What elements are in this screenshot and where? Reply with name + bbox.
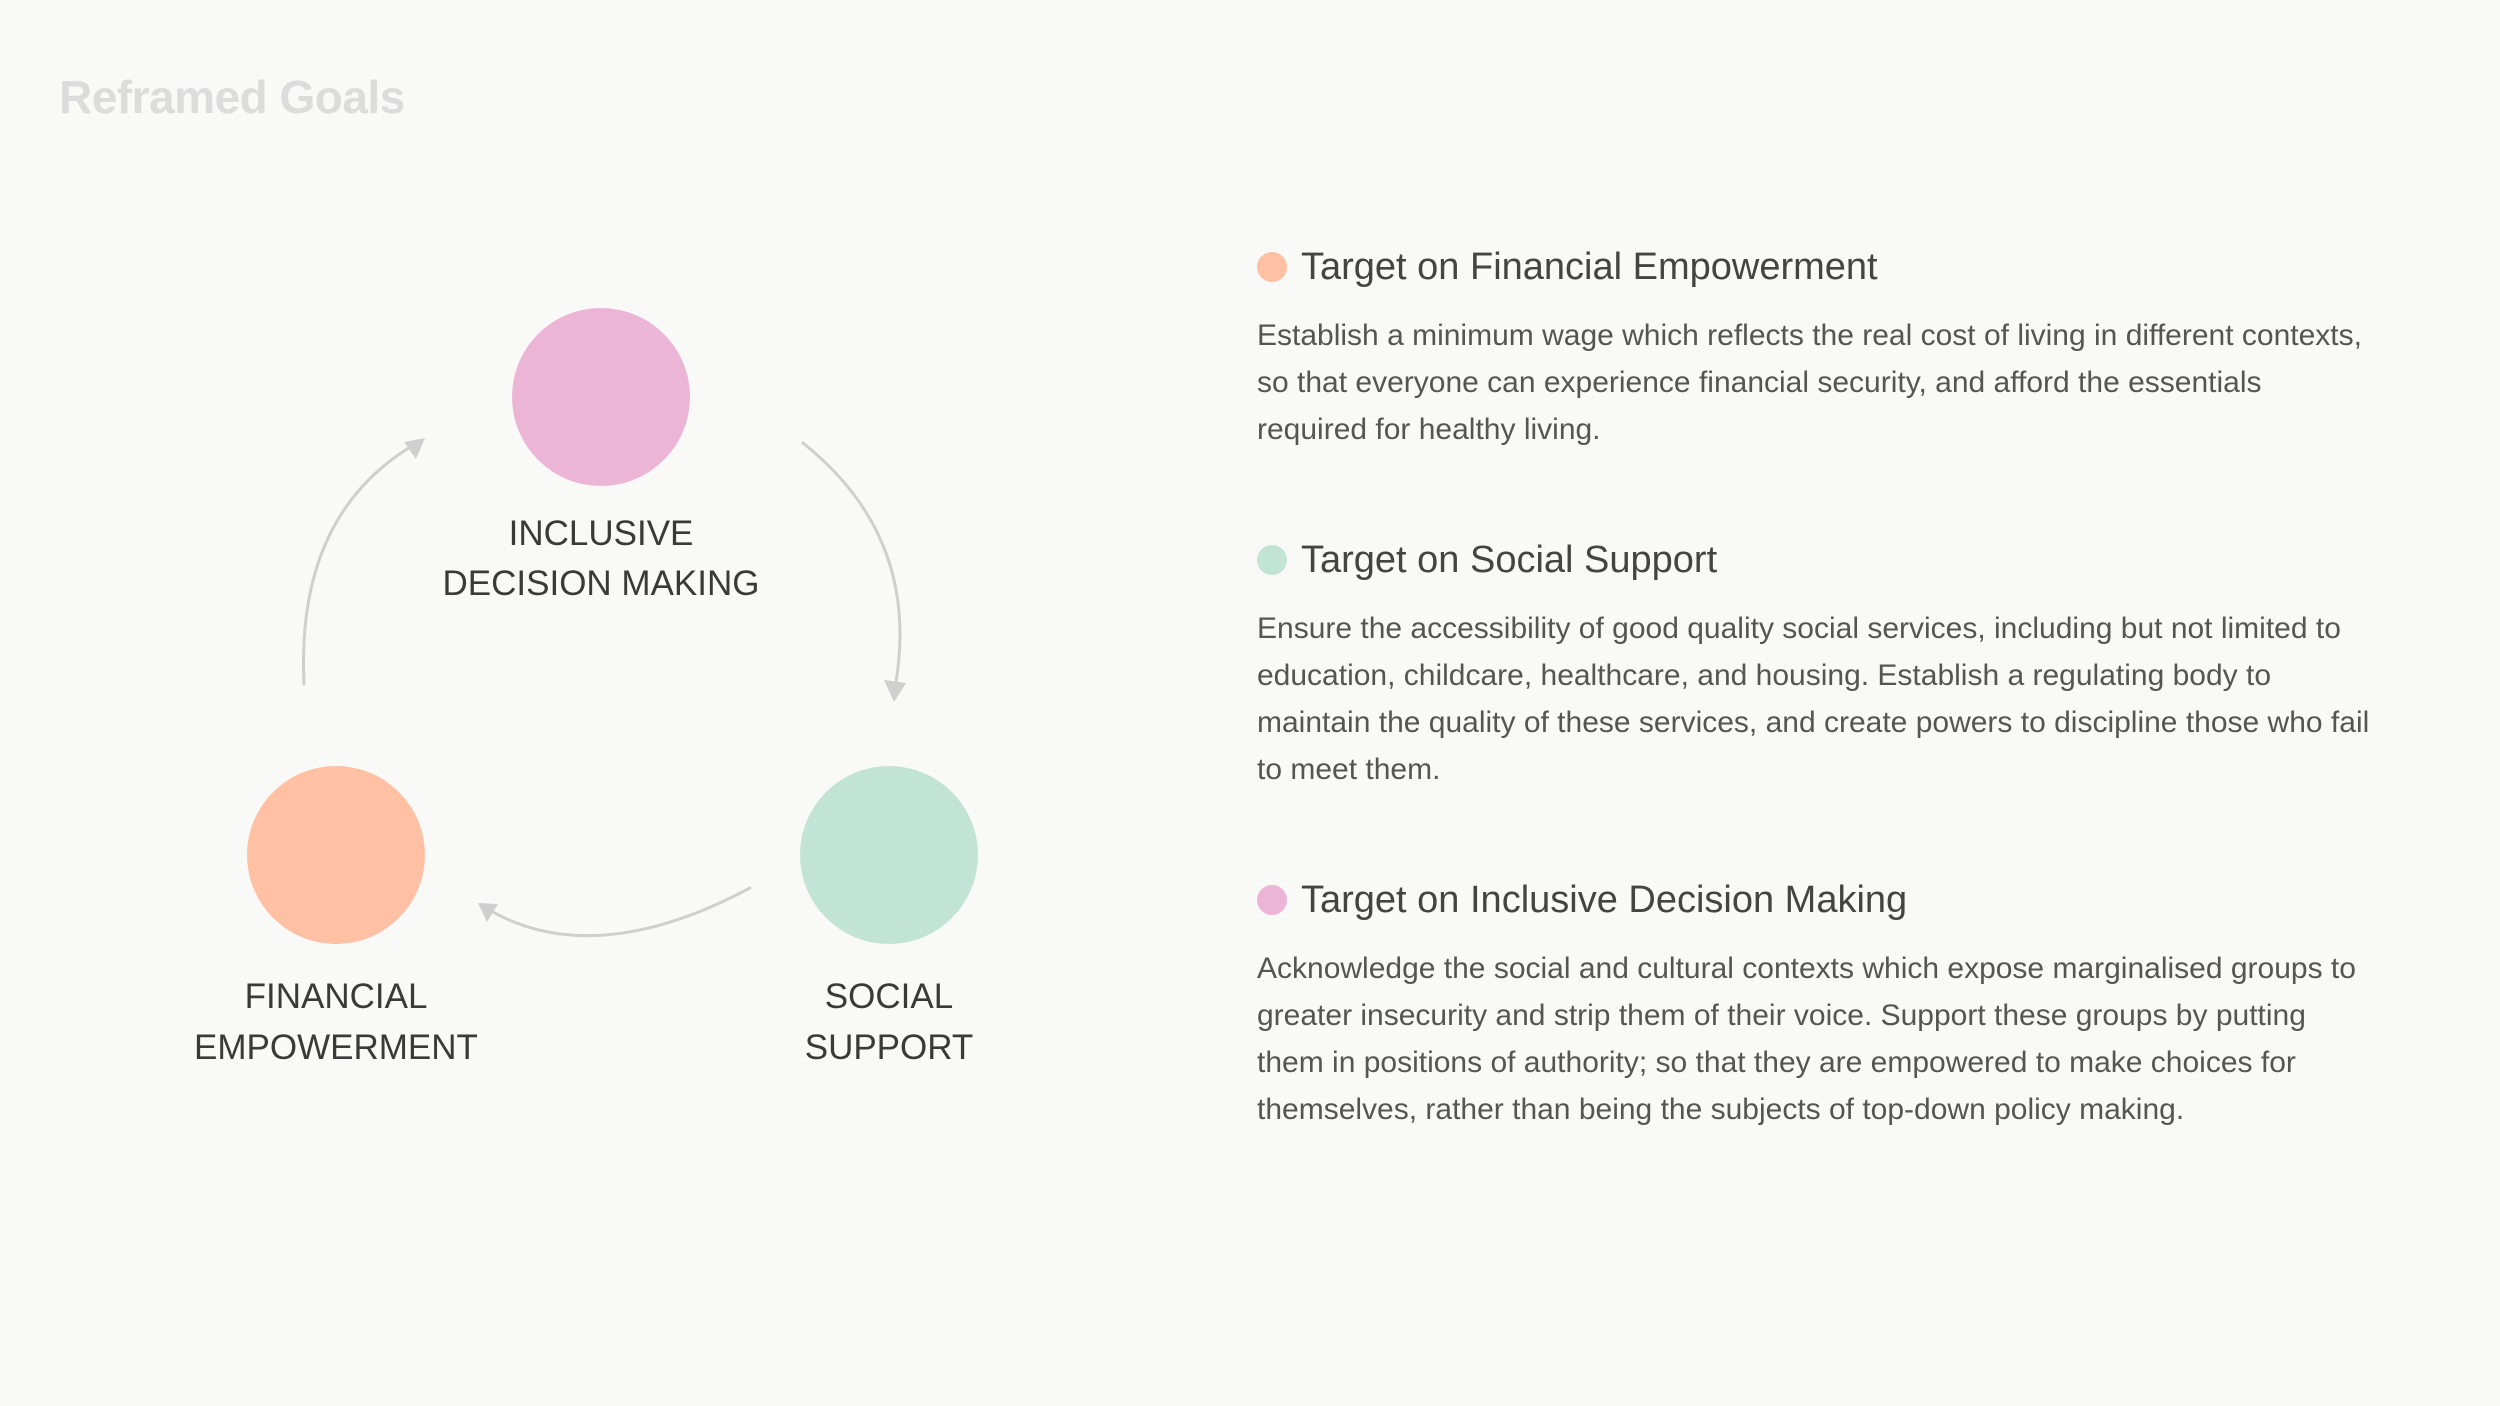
social-label-line-2: SUPPORT: [805, 1028, 974, 1067]
inclusive-label-line-2: DECISION MAKING: [443, 564, 760, 603]
financial-label-line-2: EMPOWERMENT: [194, 1028, 478, 1067]
inclusive-decision-making-node: [512, 308, 690, 486]
target-heading: Target on Inclusive Decision Making: [1257, 873, 2377, 927]
financial-empowerment-node: [247, 766, 425, 944]
arrowhead-social-to-financial: [478, 903, 498, 922]
arrow-financial-to-inclusive: [301, 444, 414, 686]
social-color-dot: [1257, 545, 1287, 575]
inclusive-color-dot: [1257, 885, 1287, 915]
target-description: Acknowledge the social and cultural cont…: [1257, 952, 2356, 1126]
arrowhead-inclusive-to-social: [884, 680, 906, 702]
cycle-diagram: INCLUSIVE DECISION MAKING SOCIAL SUPPORT…: [194, 308, 978, 1067]
target-description: Establish a minimum wage which reflects …: [1257, 319, 2362, 446]
target-heading: Target on Social Support: [1257, 533, 2377, 587]
financial-label-line-1: FINANCIAL: [245, 977, 428, 1016]
social-support-node: [800, 766, 978, 944]
target-description: Ensure the accessibility of good quality…: [1257, 612, 2370, 786]
arrowhead-financial-to-inclusive: [404, 438, 425, 459]
target-financial-empowerment: Target on Financial Empowerment Establis…: [1257, 240, 2377, 453]
target-title: Target on Inclusive Decision Making: [1301, 878, 1908, 921]
inclusive-label-line-1: INCLUSIVE: [509, 514, 694, 553]
arrow-social-to-financial: [489, 886, 752, 938]
financial-color-dot: [1257, 252, 1287, 282]
target-social-support: Target on Social Support Ensure the acce…: [1257, 533, 2377, 793]
target-title: Target on Social Support: [1301, 538, 1718, 581]
target-inclusive-decision-making: Target on Inclusive Decision Making Ackn…: [1257, 873, 2377, 1133]
social-label-line-1: SOCIAL: [825, 977, 953, 1016]
target-heading: Target on Financial Empowerment: [1257, 240, 2377, 294]
targets-list: Target on Financial Empowerment Establis…: [1257, 240, 2377, 1213]
target-title: Target on Financial Empowerment: [1301, 245, 1878, 288]
page-title: Reframed Goals: [59, 71, 405, 123]
arrow-inclusive-to-social: [801, 441, 902, 690]
